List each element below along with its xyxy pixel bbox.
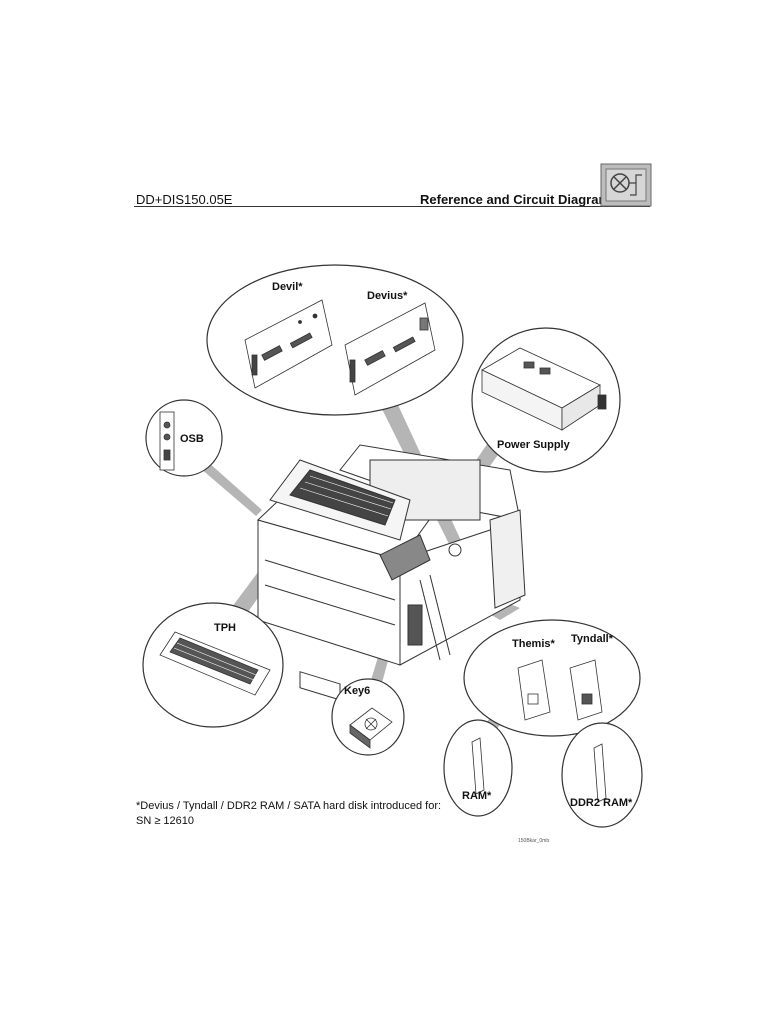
power-supply-drawing — [481, 347, 607, 431]
key6-drawing — [349, 707, 393, 749]
ddr2-ram-module-drawing — [593, 743, 607, 803]
section-title: Reference and Circuit Diagrams — [420, 192, 618, 207]
circuit-diagram-icon — [600, 163, 652, 207]
label-ram: RAM* — [462, 790, 492, 802]
tph-drawing — [159, 631, 271, 696]
label-osb: OSB — [180, 433, 204, 445]
tyndall-board-drawing — [569, 659, 603, 721]
osb-drawing — [159, 411, 175, 471]
label-power-supply: Power Supply — [497, 439, 570, 451]
label-themis: Themis* — [512, 638, 555, 650]
footnote-line-1: *Devius / Tyndall / DDR2 RAM / SATA hard… — [136, 800, 442, 812]
figure-id: 150Bkar_0mb — [518, 838, 550, 844]
themis-board-drawing — [517, 659, 551, 721]
label-devius: Devius* — [367, 290, 408, 302]
label-devil: Devil* — [272, 281, 303, 293]
label-tyndall: Tyndall* — [571, 633, 613, 645]
footnote-line-2: SN ≥ 12610 — [136, 815, 195, 827]
label-tph: TPH — [214, 622, 236, 634]
header-divider — [134, 206, 650, 207]
printer-body — [257, 444, 526, 701]
ram-module-drawing — [471, 737, 485, 795]
label-ddr2-ram: DDR2 RAM* — [570, 797, 633, 809]
devil-board-drawing — [244, 299, 333, 389]
devius-board-drawing — [344, 302, 436, 396]
label-key6: Key6 — [344, 685, 371, 697]
document-code: DD+DIS150.05E — [136, 192, 233, 207]
